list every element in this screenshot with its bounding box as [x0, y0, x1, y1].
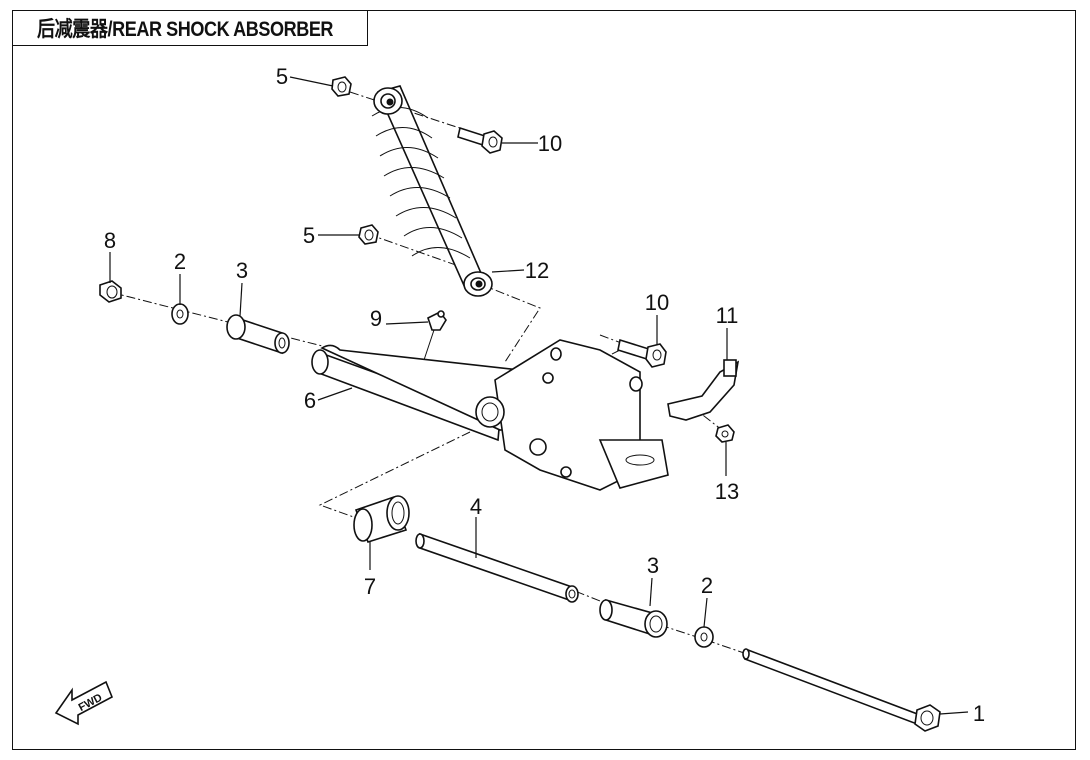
part-13-small-bolt — [715, 424, 735, 443]
part-3-bushing-right — [599, 598, 668, 638]
callout-4: 4 — [470, 494, 482, 519]
callout-11: 11 — [716, 303, 739, 328]
leader-lines — [109, 76, 969, 715]
part-7-needle-bearing — [353, 495, 410, 543]
callout-6: 6 — [304, 388, 316, 413]
part-2-washer-left — [171, 303, 189, 325]
page-title: 后减震器/REAR SHOCK ABSORBER — [37, 18, 334, 41]
fwd-arrow-icon: FWD — [54, 680, 114, 726]
part-10-bolt-top — [457, 126, 503, 154]
callout-5-top: 5 — [276, 64, 288, 89]
part-12-shock-absorber — [371, 85, 493, 297]
part-4-inner-sleeve — [415, 532, 579, 603]
part-8-nut — [99, 280, 122, 303]
part-10-bolt-right — [617, 338, 667, 368]
part-1-pivot-bolt — [742, 648, 941, 732]
title-box: 后减震器/REAR SHOCK ABSORBER — [12, 10, 368, 46]
part-3-bushing-left — [226, 314, 290, 355]
part-11-bracket — [667, 359, 740, 421]
callout-2-left: 2 — [174, 249, 186, 274]
part-5-nut-mid — [358, 224, 379, 245]
callout-3-right: 3 — [647, 553, 659, 578]
callout-10-right: 10 — [645, 290, 669, 315]
part-6-swing-arm — [311, 339, 669, 491]
part-9-grease-fitting — [423, 310, 447, 361]
part-2-washer-right — [694, 626, 714, 648]
diagram-frame — [12, 10, 1076, 750]
callout-7: 7 — [364, 574, 376, 599]
callout-10-top: 10 — [538, 131, 562, 156]
callout-3-left: 3 — [236, 258, 248, 283]
callout-2-right: 2 — [701, 573, 713, 598]
callout-8: 8 — [104, 228, 116, 253]
part-5-nut-top — [331, 76, 352, 97]
callout-5-mid: 5 — [303, 223, 315, 248]
callout-1: 1 — [973, 701, 985, 726]
callout-labels: 1 2 2 3 3 4 5 5 6 7 8 9 10 10 11 12 13 — [104, 64, 985, 726]
callout-9: 9 — [370, 306, 382, 331]
callout-13: 13 — [715, 479, 739, 504]
callout-12: 12 — [525, 258, 549, 283]
